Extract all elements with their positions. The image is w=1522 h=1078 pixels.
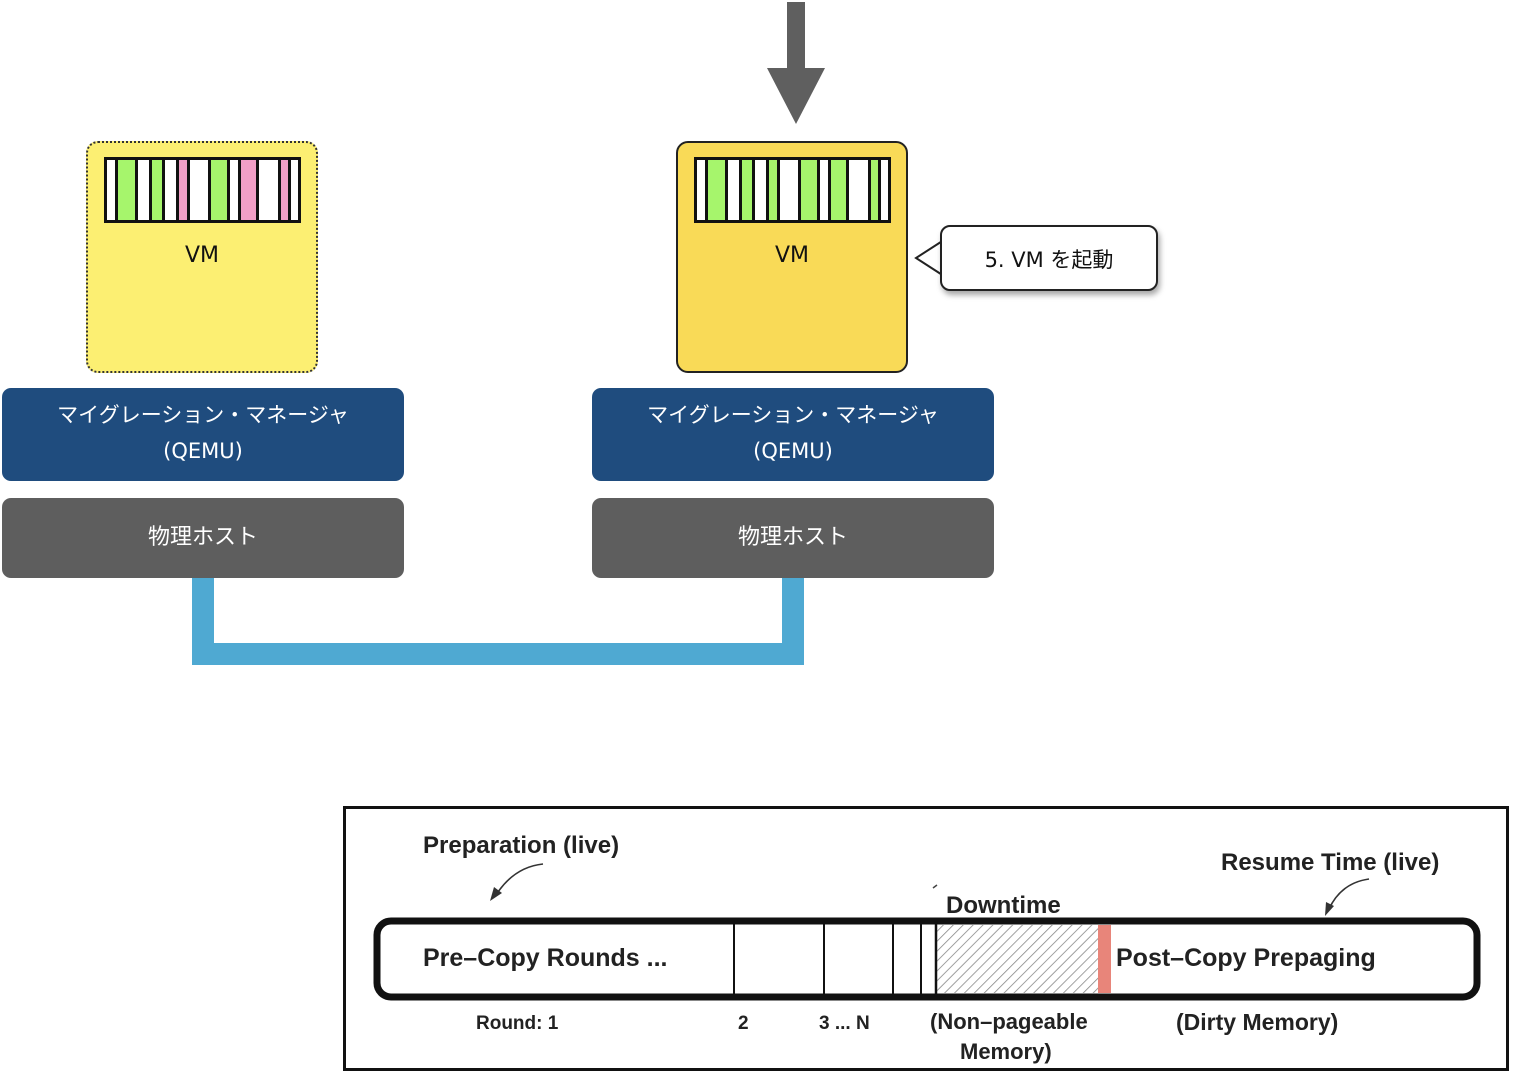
- migration-timeline-figure: Preparation (live) Downtime Resume Time …: [343, 806, 1509, 1071]
- destination-manager-title: マイグレーション・マネージャ: [647, 403, 939, 427]
- memory-page-white: [819, 160, 832, 220]
- destination-vm: VM: [676, 141, 908, 373]
- network-link-bottom: [192, 643, 804, 665]
- memory-page-green: [800, 160, 820, 220]
- memory-page-white: [259, 160, 281, 220]
- memory-page-white: [229, 160, 242, 220]
- memory-page-green: [870, 160, 882, 220]
- preparation-label: Preparation (live): [423, 832, 620, 859]
- round-2-label: 2: [738, 1013, 749, 1034]
- source-manager-subtitle: (QEMU): [163, 439, 243, 463]
- memory-page-green: [708, 160, 729, 220]
- destination-physical-host: 物理ホスト: [592, 498, 994, 578]
- destination-manager-subtitle: (QEMU): [753, 439, 833, 463]
- destination-migration-manager: マイグレーション・マネージャ (QEMU): [592, 388, 994, 481]
- nonpageable-label-line1: (Non–pageable: [930, 1009, 1088, 1034]
- source-migration-manager: マイグレーション・マネージャ (QEMU): [2, 388, 404, 481]
- memory-page-green: [831, 160, 850, 220]
- source-vm: VM: [86, 141, 318, 373]
- memory-page-green: [118, 160, 139, 220]
- resume-marker: [1098, 925, 1111, 993]
- start-vm-callout: 5. VM を起動: [940, 225, 1158, 291]
- destination-memory-pages: [694, 157, 891, 223]
- source-manager-title: マイグレーション・マネージャ: [57, 403, 349, 427]
- nonpageable-label-line2: Memory): [960, 1039, 1052, 1064]
- round-1-label: Round: 1: [476, 1013, 559, 1034]
- source-memory-pages: [104, 157, 301, 223]
- dirty-memory-label: (Dirty Memory): [1176, 1009, 1339, 1035]
- memory-page-white: [697, 160, 709, 220]
- destination-vm-label: VM: [774, 243, 810, 268]
- memory-page-white: [779, 160, 801, 220]
- memory-page-white: [291, 160, 298, 220]
- callout-text: 5. VM を起動: [984, 248, 1114, 272]
- preparation-arrow-icon: [495, 863, 544, 896]
- memory-page-green: [742, 160, 755, 220]
- resume-time-label: Resume Time (live): [1221, 849, 1440, 876]
- memory-page-pink: [280, 160, 292, 220]
- postcopy-label: Post–Copy Prepaging: [1116, 944, 1376, 972]
- timeline-bar: [373, 917, 1481, 1001]
- memory-page-white: [881, 160, 888, 220]
- memory-page-green: [768, 160, 780, 220]
- source-physical-host: 物理ホスト: [2, 498, 404, 578]
- resume-arrow-icon: [1328, 878, 1370, 910]
- memory-page-pink: [178, 160, 190, 220]
- memory-page-white: [189, 160, 211, 220]
- source-vm-label: VM: [184, 243, 220, 268]
- memory-page-white: [164, 160, 179, 220]
- memory-page-white: [138, 160, 153, 220]
- timeline-graphics: [373, 863, 1481, 1001]
- memory-page-white: [107, 160, 119, 220]
- memory-page-green: [152, 160, 165, 220]
- downtime-label: Downtime: [946, 892, 1061, 919]
- down-arrow-icon: [767, 68, 825, 124]
- memory-page-pink: [241, 160, 260, 220]
- memory-page-white: [754, 160, 769, 220]
- memory-page-white: [728, 160, 743, 220]
- downtime-region: [937, 925, 1100, 993]
- down-arrow-shaft: [787, 2, 805, 70]
- memory-page-green: [210, 160, 230, 220]
- round-3-n-label: 3 ... N: [819, 1013, 870, 1034]
- precopy-label: Pre–Copy Rounds ...: [423, 944, 668, 972]
- memory-page-white: [849, 160, 871, 220]
